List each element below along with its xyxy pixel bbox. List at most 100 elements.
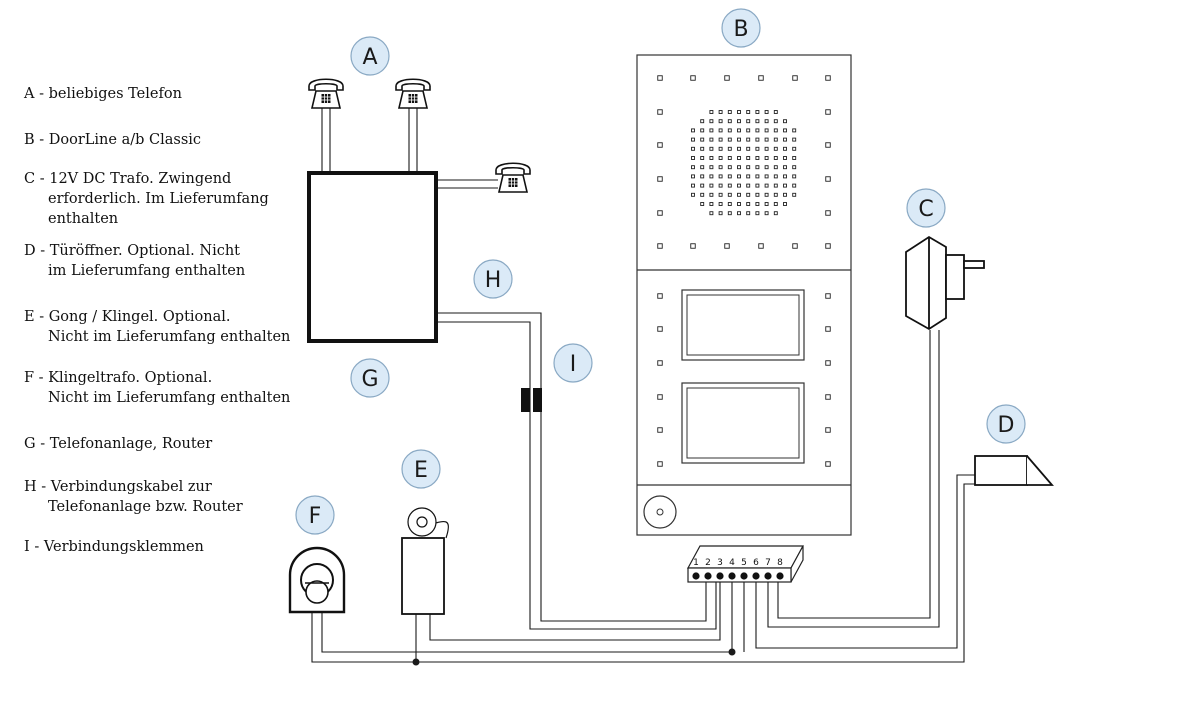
grille-hole (764, 174, 769, 179)
grille-hole (718, 156, 723, 160)
grille-hole (746, 146, 751, 151)
door-opener (974, 455, 1054, 486)
legend-g-text: G - Telefonanlage, Router (24, 436, 213, 452)
grille-hole (783, 119, 787, 124)
grille-hole (746, 110, 751, 114)
grille-hole (764, 128, 769, 133)
grille-hole (718, 211, 723, 216)
doorline-panel (636, 54, 852, 536)
grille-hole (718, 146, 723, 151)
grille-hole (691, 146, 695, 151)
grille-hole (792, 128, 797, 133)
terminal-number: 8 (777, 558, 783, 568)
grille-hole (755, 165, 760, 170)
grille-hole (755, 128, 760, 133)
grille-hole (700, 128, 705, 133)
grille-hole (691, 183, 695, 188)
power-adapter (905, 235, 985, 331)
grille-hole (746, 211, 751, 216)
wire-door-opener-b (311, 483, 975, 663)
badge-f: F (295, 495, 335, 535)
grille-hole (783, 165, 787, 170)
badge-i-label: I (570, 352, 577, 377)
badge-d: D (986, 404, 1026, 444)
grille-hole (700, 192, 705, 197)
grille-hole (727, 110, 732, 114)
badge-g: G (350, 358, 390, 398)
grille-hole (773, 192, 778, 197)
grille-hole (792, 165, 797, 170)
grille-hole (764, 146, 769, 151)
panel-dot (825, 142, 831, 148)
grille-hole (773, 174, 778, 179)
panel-dot (825, 109, 831, 115)
legend-b-text: B - DoorLine a/b Classic (24, 132, 202, 148)
panel-dot (825, 394, 831, 400)
grille-hole (755, 174, 760, 179)
terminal-number: 3 (717, 558, 723, 568)
panel-dot (657, 243, 663, 249)
grille-hole (700, 165, 705, 170)
terminal-screw (776, 572, 784, 580)
grille-hole (718, 202, 723, 206)
legend-c-line3: enthalten (48, 211, 119, 227)
grille-hole (746, 174, 751, 179)
panel-dot (690, 243, 696, 249)
legend-f-line1: F - Klingeltrafo. Optional. (24, 370, 213, 386)
terminal-screw (752, 572, 760, 580)
grille-hole (727, 156, 732, 160)
grille-hole (737, 128, 741, 133)
grille-hole (727, 183, 732, 188)
panel-dot (657, 360, 663, 366)
grille-hole (773, 211, 778, 216)
grille-hole (773, 128, 778, 133)
panel-dot (825, 75, 831, 81)
panel-dot (657, 461, 663, 467)
grille-hole (783, 202, 787, 206)
panel-dot (724, 75, 730, 81)
grille-hole (718, 174, 723, 179)
legend-item-f: F - Klingeltrafo. Optional. Nicht im Lie… (24, 368, 290, 408)
grille-hole (783, 137, 787, 142)
grille-hole (709, 174, 714, 179)
grille-hole (700, 119, 705, 124)
terminal-number: 4 (729, 558, 735, 568)
badge-h: H (473, 259, 513, 299)
telephone-system-box (307, 171, 438, 343)
grille-hole (773, 110, 778, 114)
grille-hole (718, 137, 723, 142)
grille-hole (746, 192, 751, 197)
grille-hole (764, 165, 769, 170)
legend-item-e: E - Gong / Klingel. Optional. Nicht im L… (24, 307, 290, 347)
grille-hole (709, 110, 714, 114)
badge-c: C (906, 188, 946, 228)
grille-hole (783, 146, 787, 151)
grille-hole (691, 192, 695, 197)
legend-f-line2: Nicht im Lieferumfang enthalten (48, 390, 291, 406)
legend-d-line1: D - Türöffner. Optional. Nicht (24, 243, 241, 259)
badge-g-label: G (361, 367, 378, 392)
legend: A - beliebiges Telefon B - DoorLine a/b … (0, 0, 300, 711)
terminal-number: 2 (705, 558, 711, 568)
grille-hole (746, 202, 751, 206)
badge-a-label: A (362, 45, 377, 70)
grille-hole (792, 146, 797, 151)
grille-hole (783, 128, 787, 133)
badge-e-label: E (414, 458, 428, 483)
grille-hole (737, 137, 741, 142)
wire-power-a (767, 330, 940, 628)
speaker-grille (691, 110, 797, 216)
grille-hole (709, 192, 714, 197)
panel-dot (792, 75, 798, 81)
panel-dot (657, 109, 663, 115)
panel-dot (825, 176, 831, 182)
panel-dot (825, 326, 831, 332)
legend-a-text: A - beliebiges Telefon (24, 86, 182, 102)
badge-b: B (721, 8, 761, 48)
badge-i: I (553, 343, 593, 383)
panel-dot (792, 243, 798, 249)
terminal-screw (716, 572, 724, 580)
grille-hole (709, 137, 714, 142)
grille-hole (709, 183, 714, 188)
